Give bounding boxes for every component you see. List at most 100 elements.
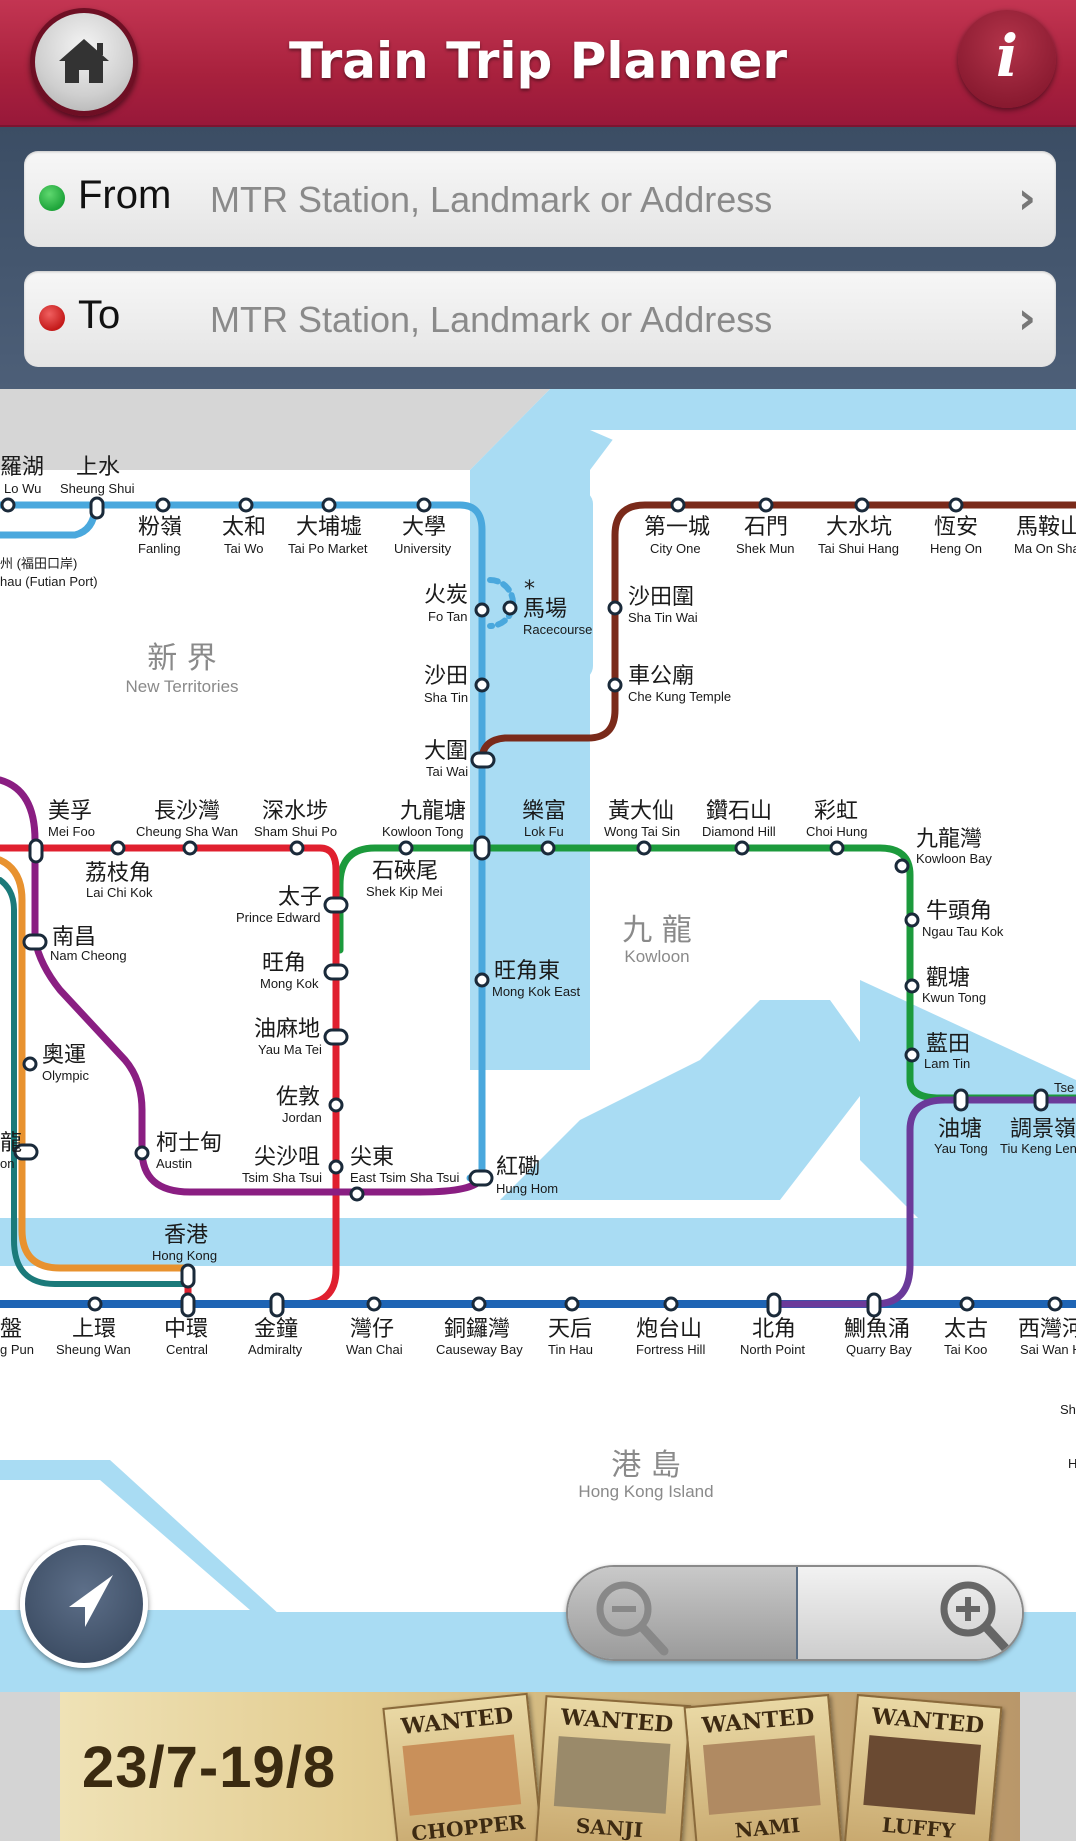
ma-on-shan-line [478, 501, 1076, 764]
station-en: Prince Edward [236, 910, 321, 925]
station-en: Shek Mun [736, 541, 795, 556]
mtr-route-map[interactable]: * 新 界 New Territories 九 龍 Kowloon 港 島 Ho… [0, 389, 1076, 1692]
station-zh: 大埔墟 [296, 515, 362, 540]
page-title: Train Trip Planner [288, 32, 788, 90]
harbour [500, 1000, 880, 1200]
station-en: Olympic [42, 1068, 89, 1083]
station-zh: 火炭 [424, 583, 468, 608]
station-en: Mong Kok [260, 976, 319, 991]
station-en: on [0, 1156, 14, 1171]
to-field[interactable]: To MTR Station, Landmark or Address › [24, 271, 1056, 367]
station-zh: 美孚 [48, 799, 92, 824]
ad-bar: 23/7-19/8 WANTED CHOPPER WANTED SANJI WA… [0, 1692, 1076, 1841]
station-zh: 彩虹 [814, 799, 858, 824]
info-button[interactable]: i [958, 10, 1056, 108]
station-en: Fortress Hill [636, 1342, 705, 1357]
station-en: Quarry Bay [846, 1342, 912, 1357]
station-zh: 上水 [76, 455, 120, 480]
app-header: Train Trip Planner i [0, 0, 1076, 127]
station-en: Yau Tong [934, 1141, 988, 1156]
station-zh: 灣仔 [350, 1317, 394, 1342]
station-zh: 馬場 [523, 597, 567, 622]
station-en: Racecourse [523, 622, 592, 637]
chevron-right-icon: › [1017, 173, 1036, 224]
station-en: Tai Wo [224, 541, 264, 556]
station-zh-small: 州 (福田口岸) [0, 556, 77, 571]
station-zh: 太古 [944, 1317, 988, 1342]
tung-chung-line [0, 856, 192, 1272]
station-en: Kowloon Bay [916, 851, 992, 866]
region-label-hk-island-en: Hong Kong Island [578, 1482, 713, 1501]
ad-banner[interactable]: 23/7-19/8 WANTED CHOPPER WANTED SANJI WA… [60, 1692, 1020, 1841]
land [590, 430, 1076, 1100]
station-zh: 大水坑 [826, 515, 892, 540]
station-zh: 盤 [0, 1317, 22, 1342]
station-en: hau (Futian Port) [0, 574, 98, 589]
region-label-new-territories-en: New Territories [125, 677, 238, 696]
zoom-control[interactable] [566, 1565, 1024, 1661]
station-zh: 觀塘 [926, 966, 970, 991]
station-zh: 尖東 [350, 1145, 394, 1170]
station-zh: 石硤尾 [372, 859, 438, 884]
station-zh: 九龍塘 [400, 799, 466, 824]
region-label-hk-island-zh: 港 島 [611, 1448, 681, 1483]
station-zh: 長沙灣 [154, 799, 220, 824]
station-en: Fo Tan [428, 609, 468, 624]
station-en: Lai Chi Kok [86, 885, 153, 900]
station-en: Hong Kong [152, 1248, 217, 1263]
station-zh: 紅磡 [496, 1155, 540, 1180]
home-button[interactable] [30, 8, 138, 116]
station-en: Lam Tin [924, 1056, 970, 1071]
station-zh: 恆安 [934, 515, 978, 540]
station-zh: 金鐘 [254, 1317, 298, 1342]
wanted-poster: WANTED CHOPPER [382, 1692, 544, 1841]
edge-label: H [1068, 1456, 1076, 1471]
station-en: Sheung Shui [60, 481, 135, 496]
to-placeholder: MTR Station, Landmark or Address [210, 299, 773, 340]
station-zh: 龍 [0, 1131, 22, 1156]
station-zh: 大圍 [424, 739, 468, 764]
edge-label: Sh [1060, 1402, 1076, 1417]
station-zh: 柯士甸 [156, 1131, 222, 1156]
station-en: Sha Tin Wai [628, 610, 698, 625]
station-zh: 車公廟 [628, 664, 694, 689]
home-icon [59, 39, 109, 83]
zoom-in-icon [940, 1581, 1013, 1656]
shing-mun-river [545, 490, 593, 680]
station-zh: 太子 [278, 885, 322, 910]
zoom-divider [796, 1567, 798, 1659]
region-label-kowloon-en: Kowloon [624, 947, 689, 966]
locate-button[interactable] [20, 1540, 148, 1668]
station-zh: 天后 [548, 1317, 592, 1342]
station-en: Mong Kok East [492, 984, 581, 999]
station-en: Central [166, 1342, 208, 1357]
info-icon: i [995, 22, 1019, 90]
chevron-right-icon: › [1017, 293, 1036, 344]
zoom-in-button[interactable] [798, 1567, 1022, 1659]
station-en: Wan Chai [346, 1342, 403, 1357]
station-zh: 中環 [164, 1317, 208, 1342]
station-en: Ma On Sha [1014, 541, 1076, 556]
station-zh: 深水埗 [262, 799, 328, 824]
from-field[interactable]: From MTR Station, Landmark or Address › [24, 151, 1056, 247]
mtr-map[interactable]: * 新 界 New Territories 九 龍 Kowloon 港 島 Ho… [0, 389, 1076, 1692]
to-label: To [78, 293, 121, 337]
zoom-out-button[interactable] [568, 1567, 796, 1659]
station-zh: 沙田 [424, 664, 468, 689]
station-en: Hung Hom [496, 1181, 558, 1196]
station-zh: 鰂魚涌 [844, 1317, 910, 1342]
station-zh: 尖沙咀 [254, 1145, 320, 1170]
station-zh: 北角 [752, 1317, 796, 1342]
west-rail-line [0, 776, 486, 1196]
station-en: City One [650, 541, 701, 556]
station-zh: 旺角東 [494, 959, 560, 984]
station-zh: 上環 [72, 1317, 116, 1342]
station-zh: 荔枝角 [85, 861, 151, 886]
station-zh: 炮台山 [636, 1317, 702, 1342]
station-en: Tiu Keng Leng [1000, 1141, 1076, 1156]
station-en: Jordan [282, 1110, 322, 1125]
station-en: Sham Shui Po [254, 824, 337, 839]
region-label-kowloon-zh: 九 龍 [622, 913, 692, 948]
station-en: Admiralty [248, 1342, 303, 1357]
station-en: Sha Tin [424, 690, 468, 705]
